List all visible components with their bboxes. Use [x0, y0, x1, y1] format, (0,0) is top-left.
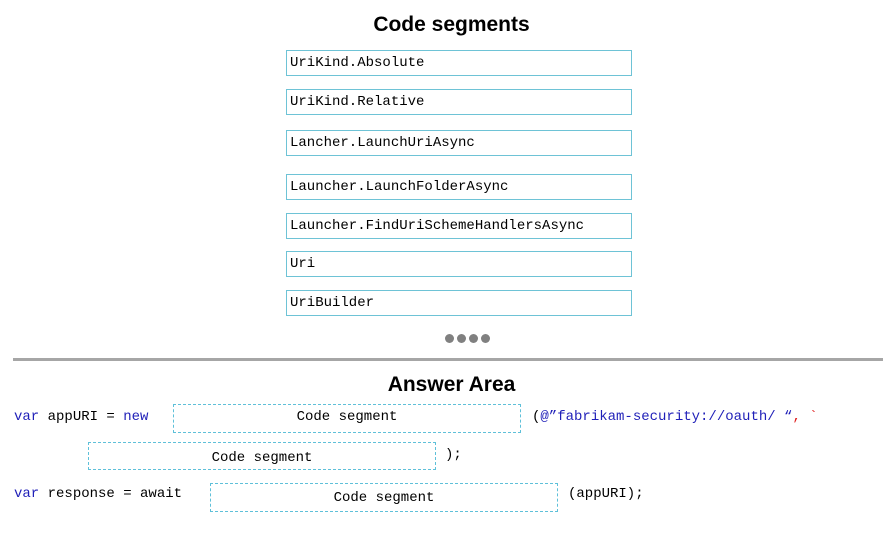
code-text: response = await: [39, 486, 183, 502]
code-line-3-prefix: var response = await: [14, 485, 182, 503]
dot-icon: [481, 334, 490, 343]
section-divider: [13, 358, 883, 361]
code-segment-urikind-absolute[interactable]: UriKind.Absolute: [286, 50, 632, 76]
keyword-new: new: [123, 409, 149, 425]
code-segment-uribuilder[interactable]: UriBuilder: [286, 290, 632, 316]
string-literal: @”fabrikam-security://oauth/ “: [540, 409, 793, 425]
code-segment-launch-uri-async[interactable]: Lancher.LaunchUriAsync: [286, 130, 632, 156]
keyword-var: var: [14, 409, 40, 425]
dot-icon: [445, 334, 454, 343]
answer-drop-target-1[interactable]: Code segment: [173, 404, 521, 433]
code-line-1-suffix: (@”fabrikam-security://oauth/ “, `: [532, 408, 818, 426]
code-segment-find-uri-scheme-handlers-async[interactable]: Launcher.FindUriSchemeHandlersAsync: [286, 213, 632, 239]
code-paren: (: [532, 409, 541, 425]
drop-target-label: Code segment: [296, 409, 398, 425]
dot-icon: [469, 334, 478, 343]
drop-target-label: Code segment: [211, 450, 313, 466]
code-text: appURI =: [39, 409, 124, 425]
dot-icon: [457, 334, 466, 343]
code-segments-title: Code segments: [373, 13, 530, 36]
code-segment-launch-folder-async[interactable]: Launcher.LaunchFolderAsync: [286, 174, 632, 200]
code-line-2-suffix: );: [445, 447, 462, 463]
drop-target-label: Code segment: [333, 490, 435, 506]
more-dots-indicator: [445, 334, 495, 344]
keyword-var: var: [14, 486, 40, 502]
code-segment-uri[interactable]: Uri: [286, 251, 632, 277]
answer-area-title: Answer Area: [387, 373, 516, 396]
code-line-1-prefix: var appURI = new: [14, 408, 148, 426]
code-line-3-suffix: (appURI);: [568, 486, 644, 502]
code-segment-urikind-relative[interactable]: UriKind.Relative: [286, 89, 632, 115]
answer-drop-target-2[interactable]: Code segment: [88, 442, 436, 470]
answer-drop-target-3[interactable]: Code segment: [210, 483, 558, 512]
code-comma-tick: , `: [792, 409, 818, 425]
